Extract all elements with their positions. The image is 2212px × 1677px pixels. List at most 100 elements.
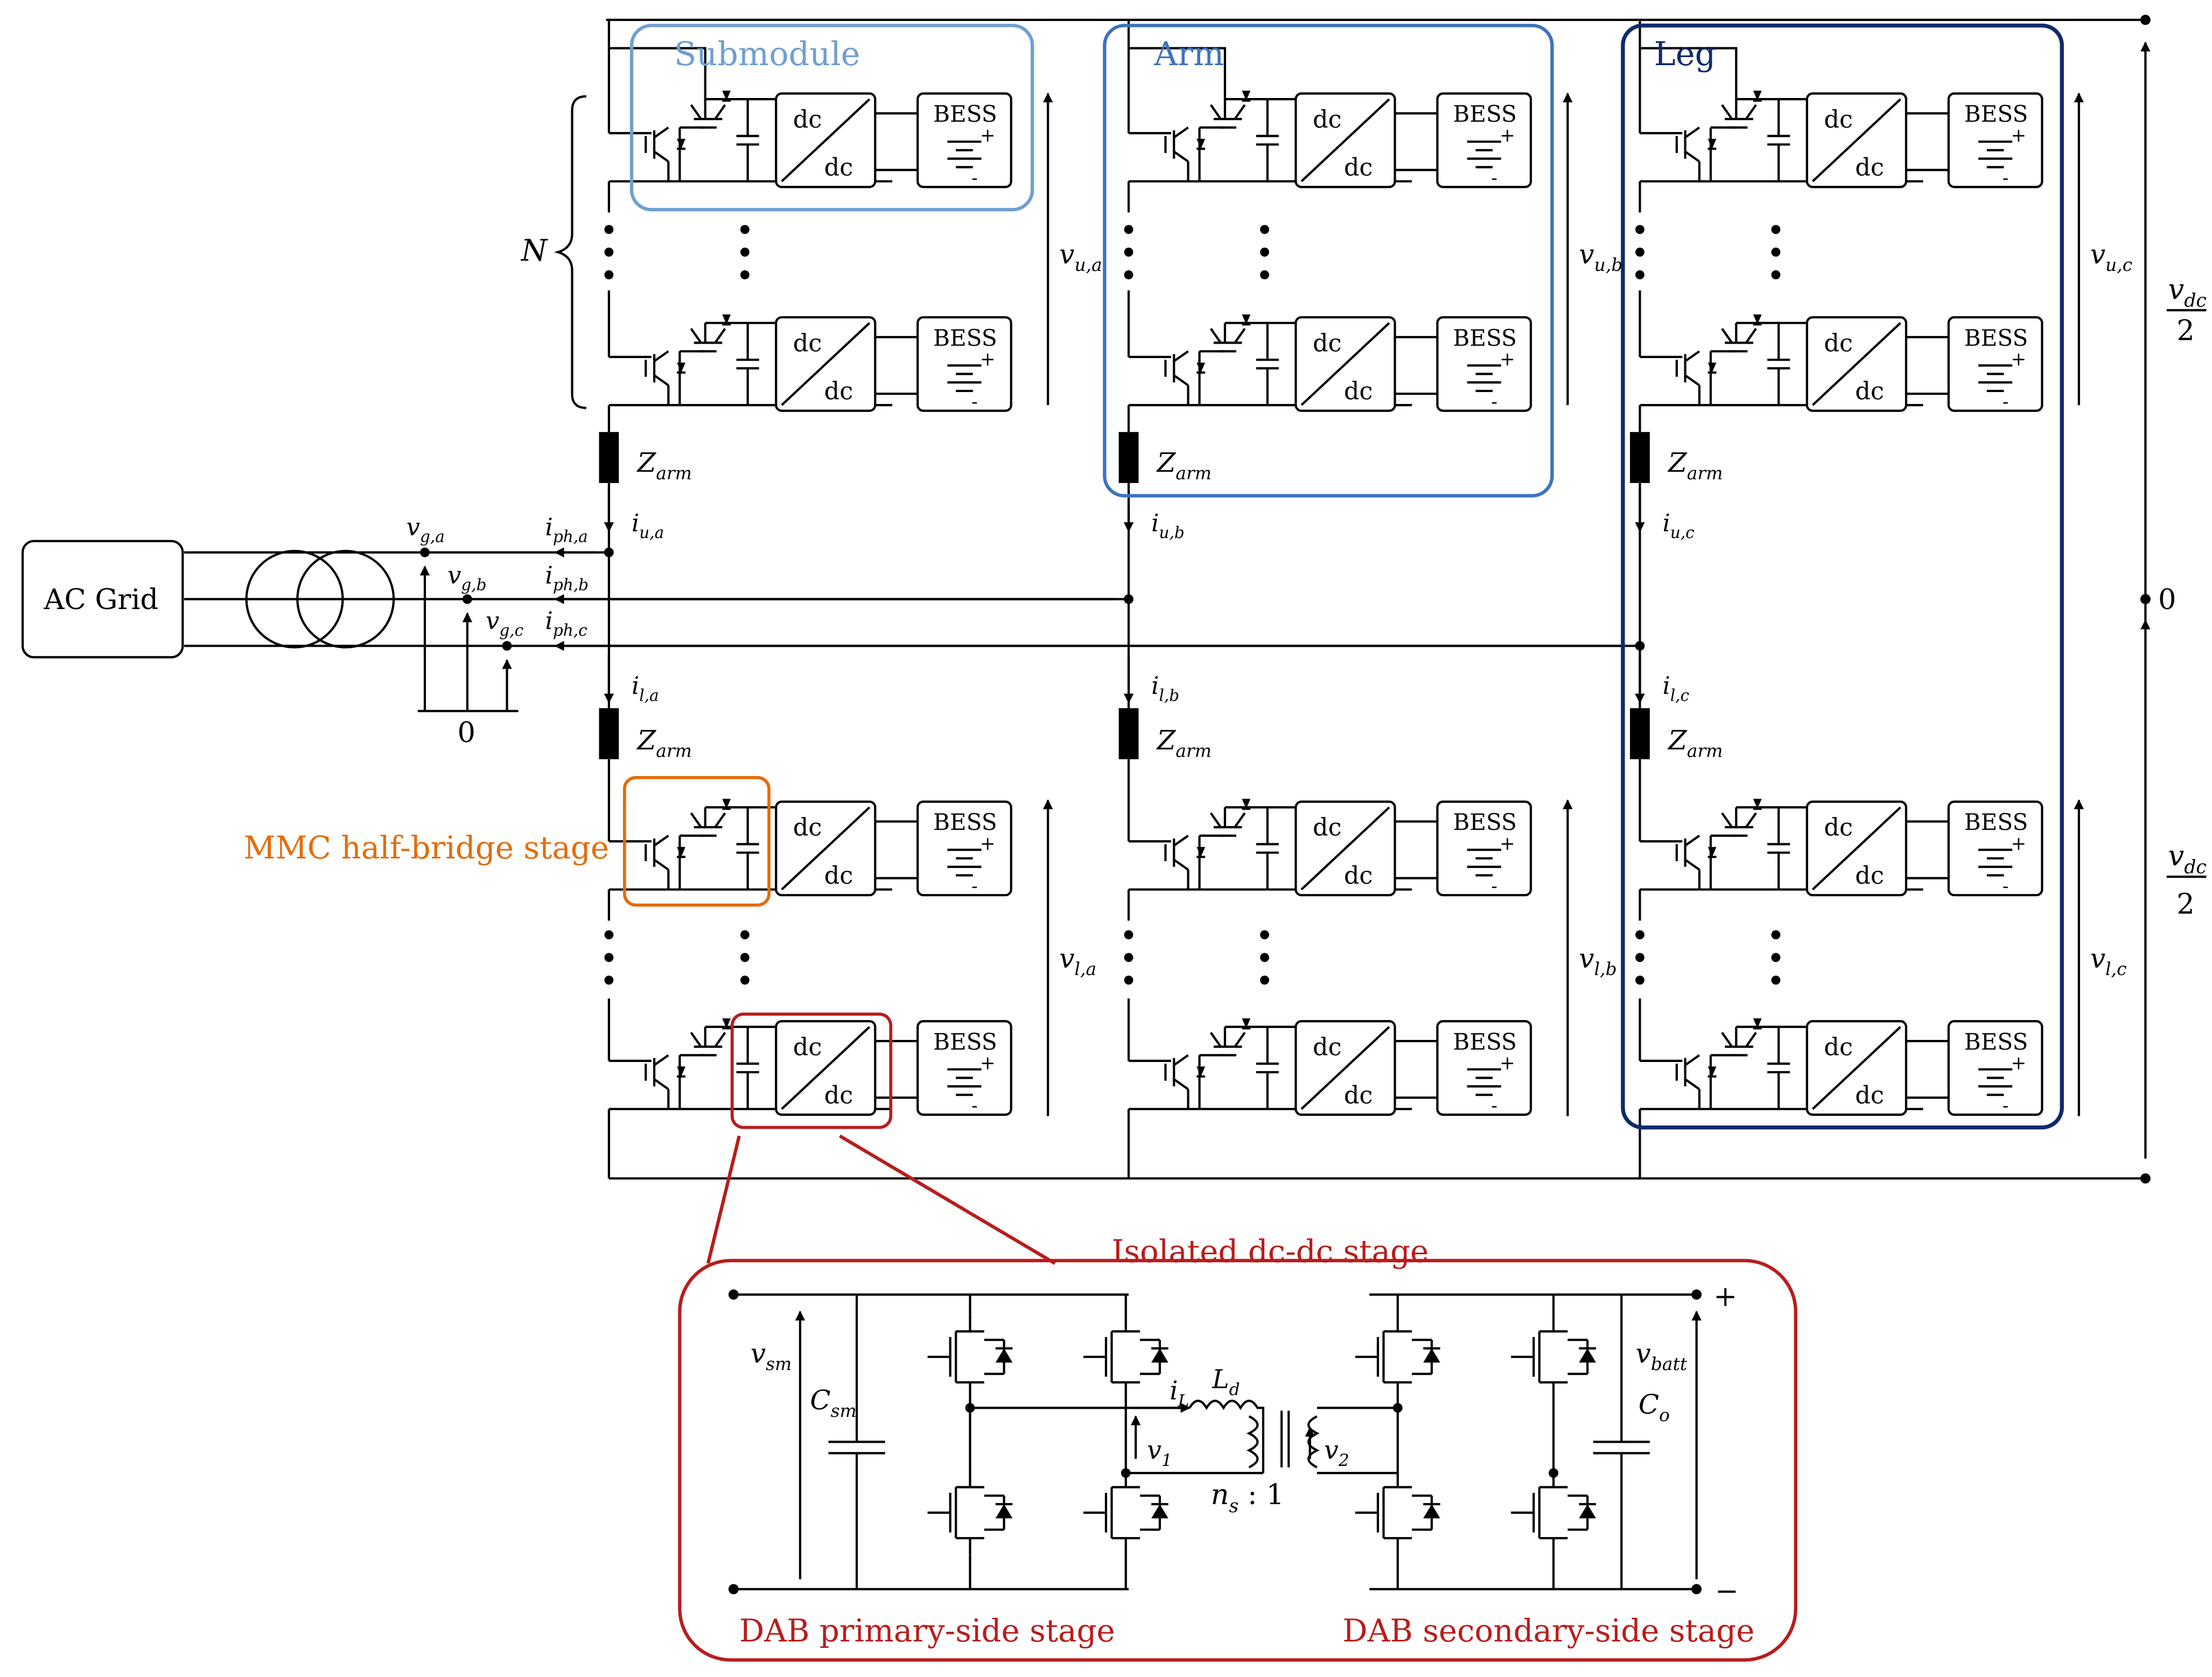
upper-arm-current-label: iu,a <box>632 509 664 542</box>
igbt-switch <box>1721 314 1762 353</box>
wire <box>1300 98 1390 183</box>
phase-current-label: iph,b <box>545 562 589 595</box>
plus-sign: + <box>1500 349 1515 371</box>
mosfet-switch <box>1083 1314 1168 1400</box>
co-label: Co <box>1639 1389 1670 1426</box>
minus-sign: - <box>2003 876 2009 897</box>
dc-label: dc <box>793 329 822 357</box>
bess-label: BESS <box>1453 325 1517 351</box>
rail-gap <box>1129 1289 1370 1301</box>
dc-label: dc <box>1313 106 1342 134</box>
wire <box>1173 1054 1189 1066</box>
ellipsis-dot <box>1771 953 1781 962</box>
brace <box>554 95 586 409</box>
wire <box>653 150 669 163</box>
phase-current-label: iph,a <box>545 513 588 546</box>
dc-label: dc <box>793 106 822 134</box>
body-diode <box>1151 1348 1168 1363</box>
midpoint-zero-label: 0 <box>2158 583 2176 616</box>
mosfet-switch <box>1511 1314 1596 1400</box>
inductor-current-label: iL <box>1170 1376 1189 1410</box>
diode <box>1707 1066 1717 1077</box>
zoom-connector <box>706 1135 741 1264</box>
lower-arm-current-label: il,c <box>1663 672 1690 705</box>
dc-label: dc <box>1855 862 1884 890</box>
dab-node <box>1392 1403 1403 1413</box>
plus-sign: + <box>2011 349 2027 371</box>
igbt-switch <box>645 127 685 163</box>
wire <box>1209 812 1222 828</box>
wire <box>1684 350 1700 362</box>
ellipsis-dot <box>740 930 750 940</box>
diode <box>677 1066 685 1077</box>
csm-label: Csm <box>810 1385 856 1421</box>
plus-sign: + <box>1500 833 1515 855</box>
fraction-denominator: 2 <box>2176 314 2194 347</box>
wire <box>690 812 702 828</box>
wire <box>690 1032 702 1047</box>
diode <box>1753 314 1762 325</box>
wire <box>1721 812 1733 828</box>
grid-node <box>502 641 512 651</box>
diode <box>1196 847 1206 857</box>
body-diode <box>995 1348 1013 1363</box>
wire <box>1300 1026 1390 1110</box>
ellipsis-dot <box>1635 247 1644 257</box>
wire <box>653 1054 669 1066</box>
dc-label: dc <box>1824 329 1853 357</box>
phase-node <box>1635 641 1645 651</box>
wire <box>1173 835 1189 847</box>
bess-label: BESS <box>1964 809 2028 835</box>
diode <box>722 90 731 101</box>
dc-label: dc <box>1855 378 1884 406</box>
wire <box>1173 858 1189 871</box>
transformer-winding <box>296 550 395 649</box>
mosfet-switch <box>1083 1470 1168 1555</box>
wire <box>1745 104 1757 120</box>
wire <box>1209 104 1222 120</box>
ellipsis-dot <box>1124 225 1133 234</box>
wire <box>1684 150 1700 163</box>
wire <box>714 1032 726 1047</box>
ellipsis-dot <box>1771 930 1781 940</box>
bess-box <box>1947 1020 2043 1116</box>
arm-impedance-label: Zarm <box>1667 724 1723 761</box>
dc-label: dc <box>1344 153 1373 181</box>
wire <box>653 858 669 871</box>
wire <box>1745 812 1757 828</box>
bess-label: BESS <box>1964 1029 2028 1055</box>
minus-sign: - <box>2003 167 2009 189</box>
mosfet-switch <box>927 1314 1013 1400</box>
bess-box <box>916 92 1012 188</box>
dc-label: dc <box>1313 329 1342 357</box>
plus-sign: + <box>1500 125 1515 146</box>
wire <box>781 806 871 891</box>
bess-label: BESS <box>1453 101 1517 127</box>
wire <box>423 708 508 711</box>
wire <box>1300 806 1390 891</box>
wire <box>608 47 706 100</box>
ellipsis-dot <box>1635 930 1644 940</box>
bess-label: BESS <box>1964 325 2028 351</box>
wire <box>1234 328 1246 344</box>
diode <box>1707 138 1717 149</box>
igbt-switch <box>645 1054 685 1091</box>
bess-box <box>1947 800 2043 897</box>
ellipsis-dot <box>1124 247 1133 257</box>
ellipsis-dot <box>1260 270 1269 280</box>
ellipsis-dot <box>1260 953 1269 962</box>
wire <box>1173 374 1189 387</box>
wire <box>1173 1078 1189 1091</box>
arm-group-label: Arm <box>1153 36 1224 73</box>
grid-voltage-label: vg,b <box>447 562 486 595</box>
wire <box>781 98 871 183</box>
diode <box>1196 138 1206 149</box>
submodule-group-label: Submodule <box>674 36 860 73</box>
bess-label: BESS <box>1964 101 2028 127</box>
